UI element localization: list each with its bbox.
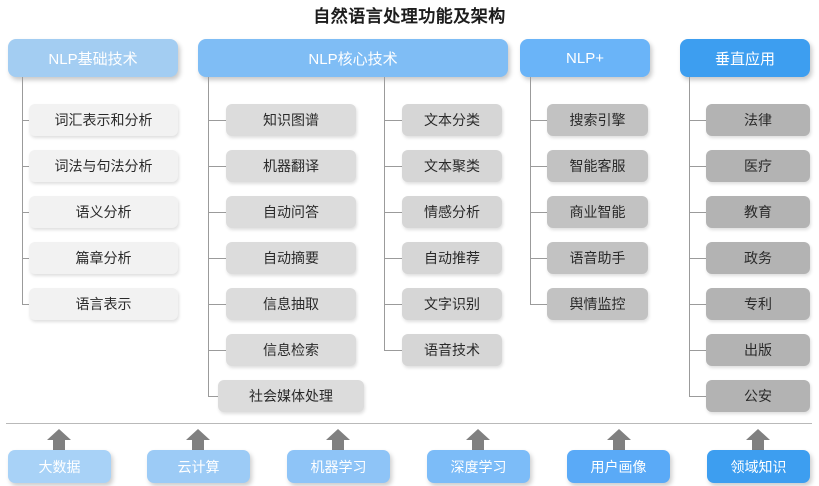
node-item[interactable]: 公安 <box>706 380 810 412</box>
node-item[interactable]: 语音技术 <box>402 334 502 366</box>
trunk-line-nlp-core-left <box>208 77 209 396</box>
branch-line <box>530 120 547 121</box>
branch-line <box>689 304 706 305</box>
node-item[interactable]: 医疗 <box>706 150 810 182</box>
branch-line <box>689 350 706 351</box>
column-header-nlp-basic[interactable]: NLP基础技术 <box>8 39 178 77</box>
node-item[interactable]: 文本分类 <box>402 104 502 136</box>
trunk-line-vertical-app <box>689 77 690 396</box>
branch-line <box>530 258 547 259</box>
node-item[interactable]: 教育 <box>706 196 810 228</box>
branch-line <box>208 350 226 351</box>
foundation-item[interactable]: 深度学习 <box>427 450 530 483</box>
branch-line <box>384 350 402 351</box>
branch-line <box>384 258 402 259</box>
page-title: 自然语言处理功能及架构 <box>313 7 506 26</box>
branch-line <box>208 120 226 121</box>
node-item[interactable]: 搜索引擎 <box>547 104 648 136</box>
node-item[interactable]: 文本聚类 <box>402 150 502 182</box>
branch-line <box>384 212 402 213</box>
up-arrow-icon <box>46 429 72 451</box>
up-arrow-icon <box>325 429 351 451</box>
column-header-nlp-core[interactable]: NLP核心技术 <box>198 39 508 77</box>
branch-line <box>530 166 547 167</box>
trunk-line-nlp-plus <box>530 77 531 304</box>
node-item[interactable]: 社会媒体处理 <box>218 380 364 412</box>
branch-line <box>208 304 226 305</box>
node-item[interactable]: 法律 <box>706 104 810 136</box>
node-item[interactable]: 文字识别 <box>402 288 502 320</box>
node-item[interactable]: 词法与句法分析 <box>29 150 178 182</box>
foundation-divider <box>6 423 812 424</box>
branch-line <box>530 212 547 213</box>
up-arrow-icon <box>465 429 491 451</box>
node-item[interactable]: 篇章分析 <box>29 242 178 274</box>
node-item[interactable]: 舆情监控 <box>547 288 648 320</box>
column-header-nlp-plus[interactable]: NLP+ <box>520 39 650 77</box>
trunk-line-nlp-basic <box>22 77 23 304</box>
column-header-vertical-app[interactable]: 垂直应用 <box>680 39 810 77</box>
branch-line <box>384 120 402 121</box>
foundation-item[interactable]: 云计算 <box>147 450 250 483</box>
node-item[interactable]: 知识图谱 <box>226 104 356 136</box>
up-arrow-icon <box>745 429 771 451</box>
node-item[interactable]: 语音助手 <box>547 242 648 274</box>
branch-line <box>208 396 226 397</box>
up-arrow-icon <box>606 429 632 451</box>
branch-line <box>689 166 706 167</box>
branch-line <box>208 166 226 167</box>
branch-line <box>384 304 402 305</box>
node-item[interactable]: 自动推荐 <box>402 242 502 274</box>
foundation-item[interactable]: 机器学习 <box>287 450 390 483</box>
foundation-item[interactable]: 用户画像 <box>567 450 670 483</box>
up-arrow-icon <box>185 429 211 451</box>
node-item[interactable]: 机器翻译 <box>226 150 356 182</box>
trunk-line-nlp-core-right <box>384 77 385 350</box>
node-item[interactable]: 出版 <box>706 334 810 366</box>
node-item[interactable]: 信息抽取 <box>226 288 356 320</box>
node-item[interactable]: 专利 <box>706 288 810 320</box>
node-item[interactable]: 语义分析 <box>29 196 178 228</box>
node-item[interactable]: 语言表示 <box>29 288 178 320</box>
node-item[interactable]: 情感分析 <box>402 196 502 228</box>
branch-line <box>208 212 226 213</box>
node-item[interactable]: 自动问答 <box>226 196 356 228</box>
branch-line <box>689 212 706 213</box>
foundation-item[interactable]: 大数据 <box>8 450 111 483</box>
branch-line <box>530 304 547 305</box>
node-item[interactable]: 信息检索 <box>226 334 356 366</box>
branch-line <box>689 120 706 121</box>
node-item[interactable]: 自动摘要 <box>226 242 356 274</box>
node-item[interactable]: 商业智能 <box>547 196 648 228</box>
node-item[interactable]: 智能客服 <box>547 150 648 182</box>
branch-line <box>689 396 706 397</box>
branch-line <box>689 258 706 259</box>
node-item[interactable]: 政务 <box>706 242 810 274</box>
branch-line <box>208 258 226 259</box>
branch-line <box>384 166 402 167</box>
foundation-item[interactable]: 领域知识 <box>707 450 810 483</box>
node-item[interactable]: 词汇表示和分析 <box>29 104 178 136</box>
